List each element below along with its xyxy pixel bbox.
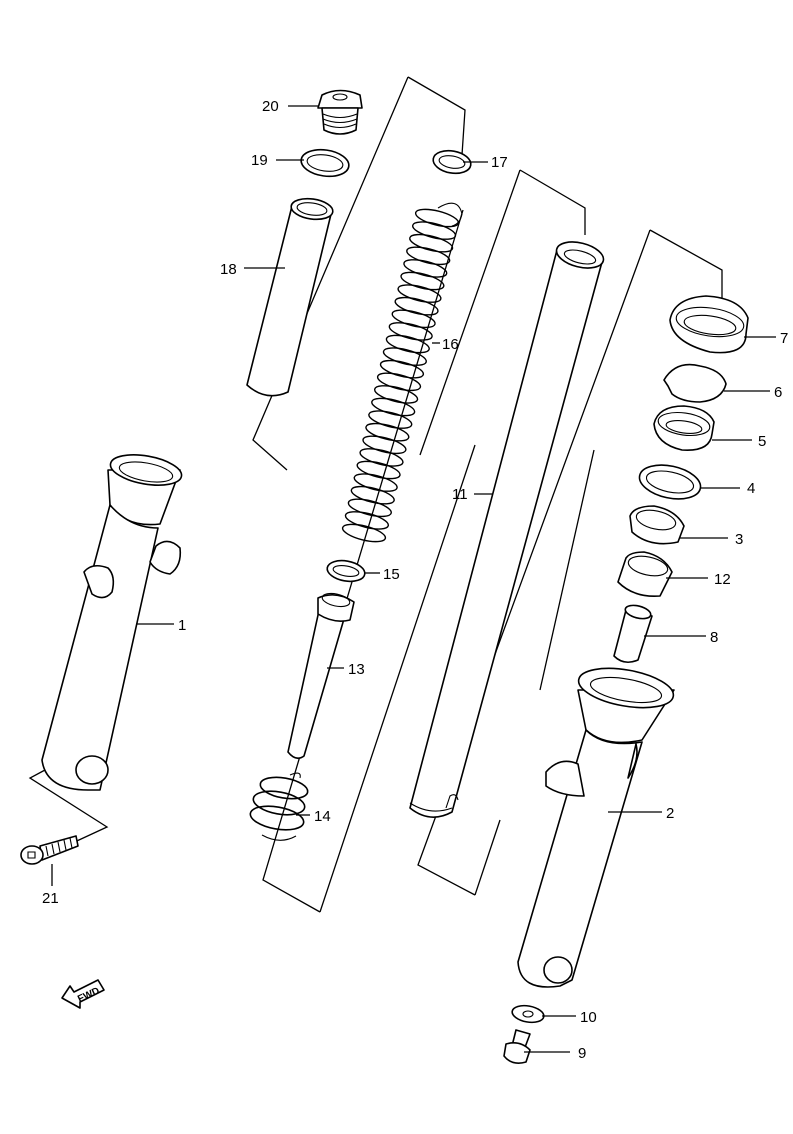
part-7-dust-seal[interactable] [669,295,749,354]
callout-18: 18 [220,261,237,278]
callout-4: 4 [747,480,755,497]
spring-coil [362,435,407,455]
part-9-bolt[interactable] [503,1029,531,1064]
callout-10: 10 [580,1009,597,1026]
part-10-gasket[interactable] [511,1003,545,1024]
callout-labels: 1 2 3 4 5 6 7 8 9 10 11 12 13 14 15 16 1… [42,98,788,1062]
spring-coil [397,284,442,303]
part-8-oil-lock-piece[interactable] [613,603,653,664]
part-12-slide-metal[interactable] [617,551,673,598]
spring-coil [382,347,427,366]
spring-coil [374,385,419,404]
callout-9: 9 [578,1045,586,1062]
spring-coil [341,523,387,543]
part-21-bolt[interactable] [20,835,79,865]
spring-coil [400,271,445,291]
spring-coil [406,246,451,266]
part-19-o-ring[interactable] [299,147,350,179]
part-18-spacer-tube[interactable] [246,196,334,397]
spring-coil [391,309,436,329]
callout-15: 15 [383,566,400,583]
spring-coil [371,397,416,417]
spring-coil [379,359,425,379]
spring-coil [365,422,410,442]
callout-11: 11 [452,486,468,503]
leader-lines [51,105,776,1053]
spring-end [437,202,463,227]
spring-coil [394,296,439,316]
spring-coil [414,208,460,228]
callout-1: 1 [178,617,186,634]
callout-8: 8 [710,629,718,646]
callout-20: 20 [262,98,279,115]
assembly-frame-center [252,76,476,913]
part-5-oil-seal[interactable] [653,405,715,451]
spring-coil [368,410,413,429]
spring-coil [356,460,401,480]
part-1-outer-tube-left[interactable] [41,450,184,791]
assembly-frame-left [28,769,109,853]
callout-21: 21 [42,890,59,907]
spring-coil [388,322,433,341]
part-6-stopper-ring[interactable] [663,363,727,403]
spring-coil [350,485,395,505]
callout-3: 3 [735,531,743,548]
spring-coil [353,473,398,492]
spring-coil [376,372,422,392]
callout-5: 5 [758,433,766,450]
callout-19: 19 [251,152,268,169]
spring-coil [347,498,392,518]
spring-coil [409,233,454,253]
part-20-cap-bolt[interactable] [317,89,363,135]
callout-6: 6 [774,384,782,401]
assembly-frame-right [417,169,723,896]
callout-7: 7 [780,330,788,347]
spring-coil [359,448,404,467]
part-3-guide-metal[interactable] [629,505,685,545]
callout-16: 16 [442,336,459,353]
spring-coil [385,334,430,354]
callout-13: 13 [348,661,365,678]
part-13-damper-rod[interactable] [287,591,355,760]
callout-14: 14 [314,808,331,825]
spring-coil [403,259,448,278]
spring-coil [411,221,457,240]
part-17-washer[interactable] [431,148,472,176]
callout-17: 17 [491,154,508,171]
spring-coil [344,511,390,530]
fwd-arrow-icon: FWD [61,979,105,1009]
part-15-washer[interactable] [326,558,367,584]
part-16-fork-spring[interactable] [341,202,463,545]
callout-2: 2 [666,805,674,822]
part-2-outer-tube-right[interactable] [517,662,676,988]
part-4-washer[interactable] [636,460,703,504]
part-11-inner-tube[interactable] [409,238,606,818]
callout-12: 12 [714,571,731,588]
part-14-rebound-spring[interactable] [249,772,310,841]
